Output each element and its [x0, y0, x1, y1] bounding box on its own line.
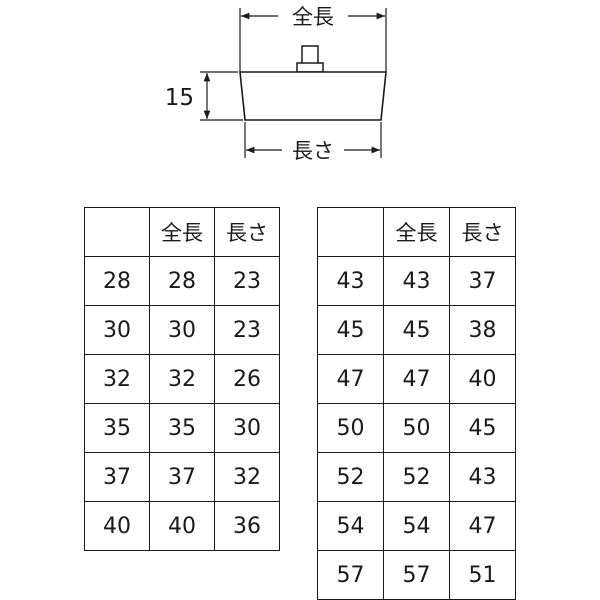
- length-cell: 26: [214, 354, 280, 404]
- total-length-cell: 37: [149, 452, 215, 502]
- length-cell: 51: [449, 550, 516, 600]
- header-cell-blank: [317, 207, 384, 257]
- length-cell: 45: [449, 403, 516, 453]
- length-label: 長さ: [292, 139, 334, 163]
- total-length-cell: 35: [149, 403, 215, 453]
- size-cell: 47: [317, 354, 384, 404]
- total-length-cell: 43: [383, 256, 450, 306]
- table-header-row: 全長 長さ: [84, 207, 280, 257]
- length-cell: 40: [449, 354, 516, 404]
- length-cell: 37: [449, 256, 516, 306]
- table-header-row: 全長 長さ: [317, 207, 516, 257]
- length-cell: 32: [214, 452, 280, 502]
- size-cell: 50: [317, 403, 384, 453]
- header-cell-blank: [84, 207, 150, 257]
- size-cell: 57: [317, 550, 384, 600]
- size-cell: 32: [84, 354, 150, 404]
- header-cell-length: 長さ: [449, 207, 516, 257]
- total-length-cell: 30: [149, 305, 215, 355]
- stopper-body: [239, 71, 387, 121]
- size-cell: 45: [317, 305, 384, 355]
- stopper-stem: [301, 45, 319, 65]
- length-cell: 23: [214, 256, 280, 306]
- size-cell: 35: [84, 403, 150, 453]
- length-cell: 47: [449, 501, 516, 551]
- size-cell: 30: [84, 305, 150, 355]
- length-cell: 43: [449, 452, 516, 502]
- total-length-cell: 57: [383, 550, 450, 600]
- header-cell-total-length: 全長: [383, 207, 450, 257]
- size-cell: 43: [317, 256, 384, 306]
- length-cell: 38: [449, 305, 516, 355]
- length-cell: 36: [214, 501, 280, 551]
- length-cell: 30: [214, 403, 280, 453]
- height-label: 15: [165, 85, 194, 111]
- total-length-cell: 52: [383, 452, 450, 502]
- stopper-stem-collar: [296, 62, 324, 73]
- size-cell: 28: [84, 256, 150, 306]
- total-length-cell: 47: [383, 354, 450, 404]
- total-length-cell: 50: [383, 403, 450, 453]
- header-cell-length: 長さ: [214, 207, 280, 257]
- length-cell: 23: [214, 305, 280, 355]
- total-length-label: 全長: [292, 5, 334, 29]
- total-length-cell: 54: [383, 501, 450, 551]
- total-length-cell: 40: [149, 501, 215, 551]
- size-cell: 54: [317, 501, 384, 551]
- size-cell: 40: [84, 501, 150, 551]
- total-length-cell: 45: [383, 305, 450, 355]
- size-cell: 37: [84, 452, 150, 502]
- header-cell-total-length: 全長: [149, 207, 215, 257]
- stopper-dimension-drawing: 全長 15 長さ: [165, 5, 387, 163]
- total-length-cell: 32: [149, 354, 215, 404]
- total-length-cell: 28: [149, 256, 215, 306]
- size-cell: 52: [317, 452, 384, 502]
